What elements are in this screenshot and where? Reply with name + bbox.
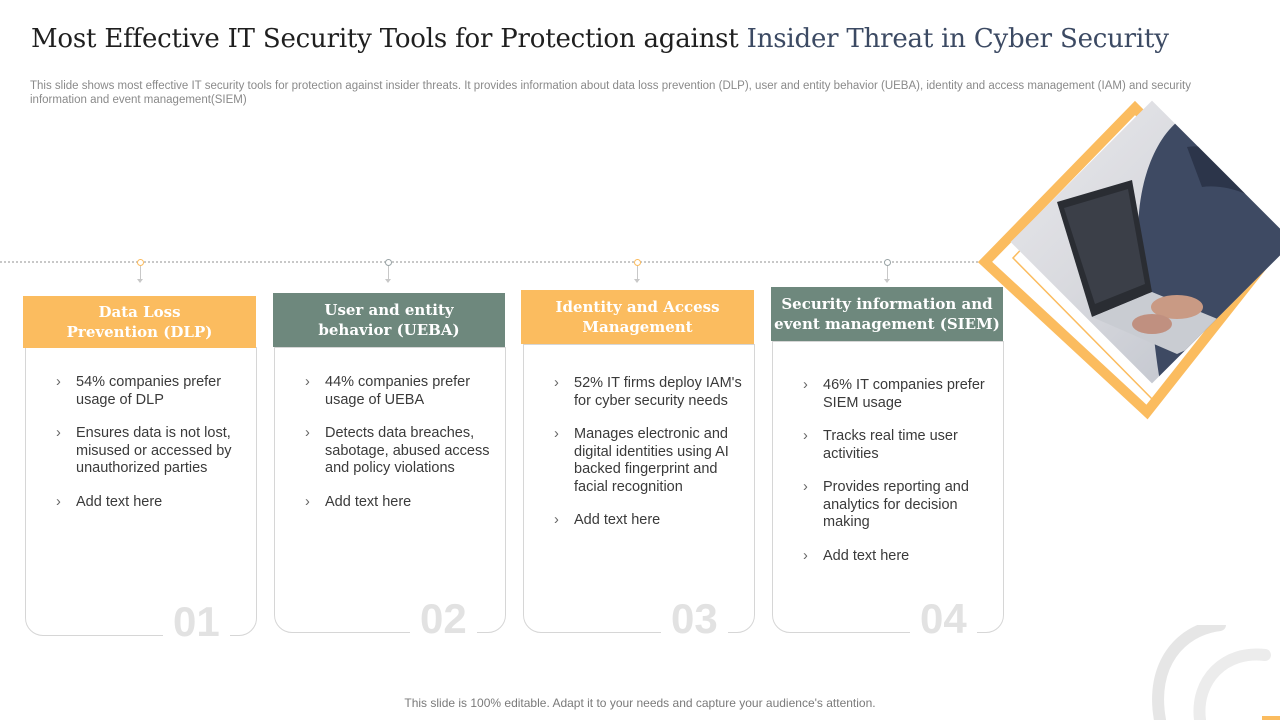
timeline-line [0, 261, 990, 263]
chevron-right-icon: › [554, 426, 559, 442]
chevron-right-icon: › [305, 493, 310, 510]
list-item: ›Add text here [554, 512, 661, 528]
list-item: ›44% companies prefer usage of UEBA [305, 374, 471, 408]
list-item: ›Add text here [305, 493, 412, 510]
list-item: ›Add text here [56, 493, 163, 510]
title-part-1: Most Effective IT Security Tools for Pro… [31, 24, 747, 54]
chevron-right-icon: › [56, 374, 61, 390]
card-ueba-number: 02 [410, 597, 477, 641]
chevron-right-icon: › [803, 377, 808, 393]
list-item: ›Ensures data is not lost, misused or ac… [56, 425, 232, 476]
chevron-right-icon: › [305, 425, 310, 441]
card-ueba-list: ›44% companies prefer usage of UEBA ›Det… [275, 374, 505, 511]
card-dlp: ›54% companies prefer usage of DLP ›Ensu… [25, 347, 257, 636]
chevron-right-icon: › [56, 425, 61, 441]
list-item: ›46% IT companies prefer SIEM usage [803, 377, 985, 411]
card-iam-header: Identity and Access Management [521, 290, 754, 344]
card-iam-list: ›52% IT firms deploy IAM's for cyber sec… [524, 375, 754, 530]
chevron-right-icon: › [803, 547, 808, 564]
timeline-connector-2 [385, 259, 392, 283]
card-siem: ›46% IT companies prefer SIEM usage ›Tra… [772, 341, 1004, 633]
page-title: Most Effective IT Security Tools for Pro… [31, 24, 1211, 54]
card-iam-number: 03 [661, 597, 728, 641]
card-dlp-header: Data Loss Prevention (DLP) [23, 296, 256, 348]
card-dlp-number: 01 [163, 600, 230, 644]
title-part-2: Insider Threat in Cyber Security [746, 24, 1169, 54]
chevron-right-icon: › [803, 428, 808, 444]
chevron-right-icon: › [554, 375, 559, 391]
chevron-right-icon: › [554, 512, 559, 528]
card-dlp-list: ›54% companies prefer usage of DLP ›Ensu… [26, 374, 256, 511]
list-item: ›Add text here [803, 547, 910, 564]
timeline-connector-3 [634, 259, 641, 283]
timeline-connector-1 [137, 259, 144, 283]
card-siem-header: Security information and event managemen… [771, 287, 1003, 341]
list-item: ›Detects data breaches, sabotage, abused… [305, 425, 490, 476]
corner-decoration [1152, 625, 1280, 720]
list-item: ›Provides reporting and analytics for de… [803, 479, 969, 530]
list-item: ›52% IT firms deploy IAM's for cyber sec… [554, 375, 742, 409]
card-ueba: ›44% companies prefer usage of UEBA ›Det… [274, 347, 506, 633]
footer-note: This slide is 100% editable. Adapt it to… [404, 696, 876, 710]
timeline-connector-4 [884, 259, 891, 283]
card-siem-number: 04 [910, 597, 977, 641]
chevron-right-icon: › [305, 374, 310, 390]
card-iam: ›52% IT firms deploy IAM's for cyber sec… [523, 344, 755, 633]
list-item: ›Manages electronic and digital identiti… [554, 426, 729, 495]
slide-description: This slide shows most effective IT secur… [30, 80, 1191, 106]
list-item: ›Tracks real time user activities [803, 428, 958, 462]
card-siem-list: ›46% IT companies prefer SIEM usage ›Tra… [773, 377, 1003, 565]
card-ueba-header: User and entity behavior (UEBA) [273, 293, 505, 347]
chevron-right-icon: › [803, 479, 808, 495]
list-item: ›54% companies prefer usage of DLP [56, 374, 222, 408]
chevron-right-icon: › [56, 493, 61, 510]
